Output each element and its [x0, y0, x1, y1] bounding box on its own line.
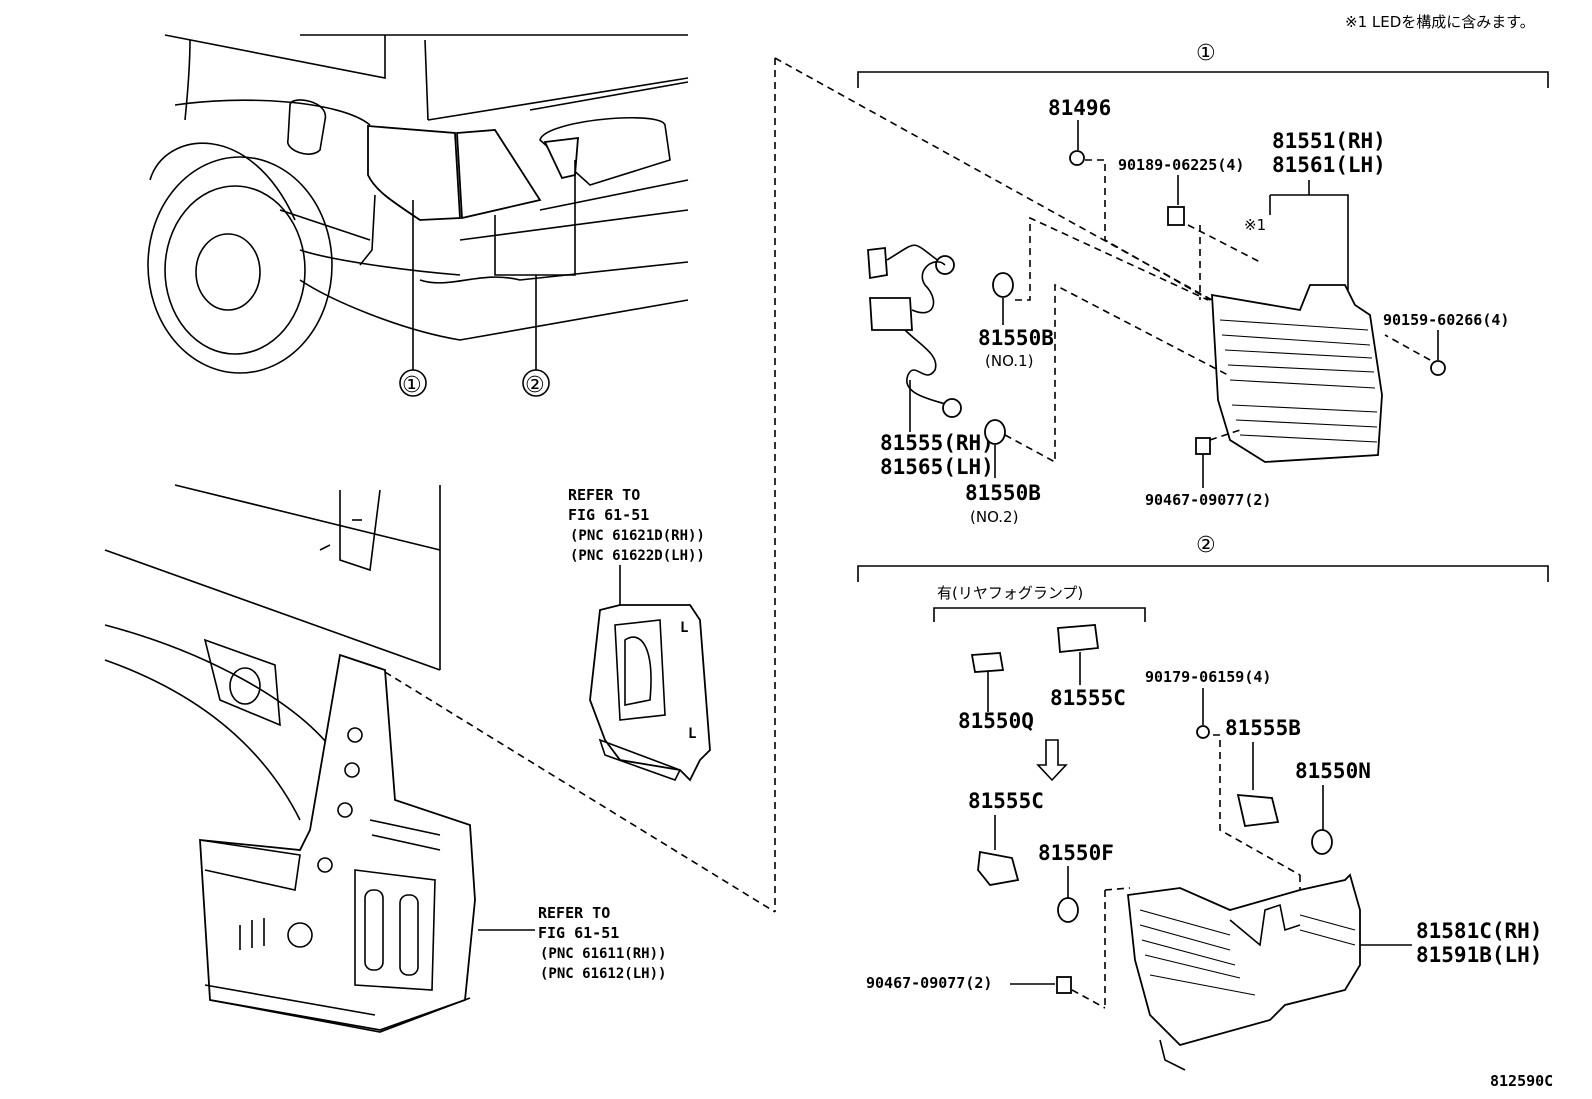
label-81550B-2: 81550B	[965, 481, 1041, 505]
group2-parts: 有(リヤフォグランプ) 81550Q 81555C 81555C 81550F …	[866, 584, 1542, 1071]
label-81551: 81551(RH)	[1272, 129, 1386, 153]
nut-90467-lower	[1056, 976, 1072, 994]
group1-parts: 81496 90189-06225(4) 81551(RH) 81561(LH)…	[867, 96, 1509, 526]
clip-81496	[1069, 150, 1085, 166]
refer-upper-line3: (PNC 61621D(RH))	[570, 528, 705, 544]
socket-81555C-b	[977, 850, 1020, 886]
refer-upper-line1: REFER TO	[568, 486, 640, 504]
callout-1: ①	[402, 373, 422, 398]
body-panel-illustration	[104, 484, 535, 1033]
quarter-panel	[199, 653, 476, 1031]
group1-bracket: ①	[857, 41, 1549, 88]
label-81550N: 81550N	[1295, 759, 1371, 783]
bulb-81550F	[1057, 897, 1079, 923]
callout-2: ②	[525, 373, 545, 398]
label-81550B-1: 81550B	[978, 326, 1054, 350]
screw-90159	[1430, 360, 1446, 376]
rear-fog-lamp-assembly	[1127, 873, 1361, 1047]
label-81555B: 81555B	[1225, 716, 1301, 740]
bulb-81550Q	[970, 652, 1005, 673]
label-81496: 81496	[1048, 96, 1111, 120]
connector-main	[869, 297, 913, 331]
label-no1: (NO.1)	[985, 352, 1033, 370]
svg-text:L: L	[688, 726, 696, 742]
label-90179: 90179-06159(4)	[1145, 668, 1271, 686]
group2-label: ②	[1196, 533, 1216, 558]
refer-lower: REFER TO FIG 61-51 (PNC 61611(RH)) (PNC …	[538, 904, 666, 982]
tail-lamp-outer	[367, 125, 461, 221]
figure-id: 812590C	[1490, 1072, 1553, 1090]
bracket-part-illustration: L L	[589, 565, 711, 782]
screw-90179	[1196, 725, 1210, 739]
label-81550F: 81550F	[1038, 841, 1114, 865]
socket-81555C-a	[1057, 624, 1100, 653]
group2-bracket: ②	[857, 533, 1549, 582]
label-81555C-a: 81555C	[1050, 686, 1126, 710]
tail-lamp-inner	[456, 129, 542, 220]
label-90159: 90159-60266(4)	[1383, 311, 1509, 329]
svg-text:L: L	[680, 620, 688, 636]
socket-81555B	[1236, 793, 1280, 827]
refer-upper-line2: FIG 61-51	[568, 506, 649, 524]
connector-small	[867, 246, 888, 280]
refer-upper: REFER TO FIG 61-51 (PNC 61621D(RH)) (PNC…	[568, 486, 705, 564]
label-90467-upper: 90467-09077(2)	[1145, 491, 1271, 509]
socket-lower	[942, 398, 962, 418]
down-arrow-icon	[1036, 739, 1068, 782]
fog-label: 有(リヤフォグランプ)	[937, 584, 1083, 602]
label-81561: 81561(LH)	[1272, 153, 1386, 177]
refer-lower-line1: REFER TO	[538, 904, 610, 922]
nut-90189	[1167, 206, 1185, 226]
car-rear-illustration: ① ②	[147, 34, 689, 398]
label-81581C: 81581C(RH)	[1416, 919, 1542, 943]
bulb-81550B-no1	[992, 272, 1014, 298]
label-81591B: 81591B(LH)	[1416, 943, 1542, 967]
rear-combination-lamp	[1211, 284, 1383, 463]
bulb-81550N	[1311, 829, 1333, 855]
label-81565: 81565(LH)	[880, 455, 994, 479]
bulb-81550B-no2	[984, 419, 1006, 445]
mark-1: ※1	[1244, 216, 1266, 234]
refer-lower-line3: (PNC 61611(RH))	[540, 946, 666, 962]
fog-lamp	[543, 136, 579, 180]
label-90189: 90189-06225(4)	[1118, 156, 1244, 174]
refer-lower-line2: FIG 61-51	[538, 924, 619, 942]
label-no2: (NO.2)	[970, 508, 1018, 526]
label-81550Q: 81550Q	[958, 709, 1034, 733]
group1-label: ①	[1196, 41, 1216, 66]
led-note: ※1 LEDを構成に含みます。	[1345, 13, 1535, 31]
label-81555C-b: 81555C	[968, 789, 1044, 813]
zoom-line-bottom	[384, 671, 776, 913]
nut-90467-upper	[1195, 437, 1211, 455]
label-81555: 81555(RH)	[880, 431, 994, 455]
refer-upper-line4: (PNC 61622D(LH))	[570, 548, 705, 564]
refer-lower-line4: (PNC 61612(LH))	[540, 966, 666, 982]
label-90467-lower: 90467-09077(2)	[866, 974, 992, 992]
